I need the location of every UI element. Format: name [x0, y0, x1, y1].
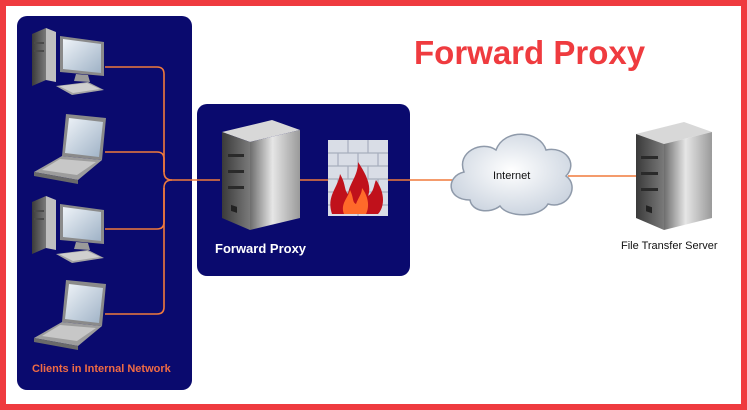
server-label: File Transfer Server [621, 240, 718, 252]
server-tower-icon [636, 122, 712, 230]
desktop-computer-icon [32, 196, 104, 263]
firewall-icon [328, 140, 388, 216]
desktop-computer-icon [32, 28, 104, 95]
internet-label: Internet [493, 170, 531, 182]
clients-label: Clients in Internal Network [32, 363, 171, 375]
fire-icon [330, 162, 383, 214]
connector-client-3 [105, 188, 165, 230]
connector-client-4 [105, 179, 173, 315]
server-tower-icon [222, 120, 300, 230]
diagram-title: Forward Proxy [414, 34, 646, 71]
connectors [105, 66, 638, 315]
cloud-icon [450, 133, 573, 216]
connector-client-2 [105, 151, 165, 172]
proxy-label: Forward Proxy [215, 241, 307, 256]
laptop-icon [34, 114, 106, 184]
connector-client-1 [105, 66, 173, 181]
laptop-icon [34, 280, 106, 350]
